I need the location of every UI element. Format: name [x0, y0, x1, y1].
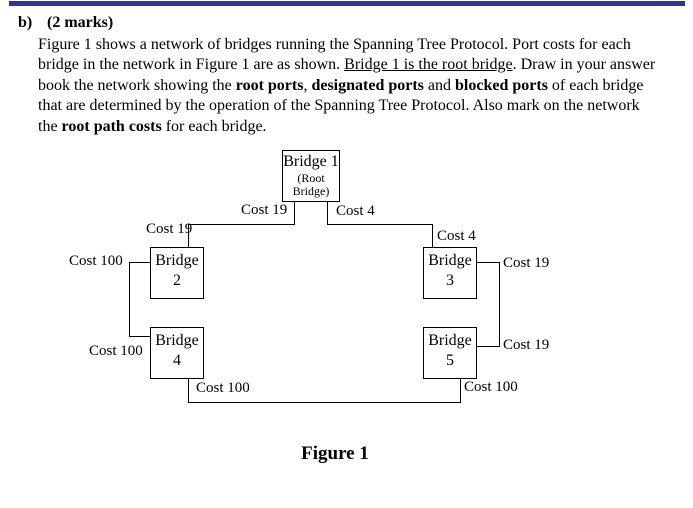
- bridge-title: Bridge: [428, 332, 472, 349]
- bridge1-title: Bridge 1: [283, 153, 339, 170]
- line-text: ,: [303, 77, 312, 94]
- bold-text: root path costs: [61, 118, 162, 135]
- line-text: book the network showing the: [38, 77, 236, 94]
- paragraph-line: bridge in the network in Figure 1 are as…: [38, 55, 655, 74]
- bridge-title: Bridge: [155, 332, 199, 349]
- marks-label: (2 marks): [47, 14, 114, 31]
- bridge4-box: Bridge 4: [150, 327, 204, 379]
- line-text: Figure 1 shows a network of bridges runn…: [38, 36, 631, 53]
- cost-label-bridge2-top: Cost 19: [146, 221, 193, 237]
- line-text: for each bridge.: [161, 118, 267, 135]
- bridge-title: Bridge: [428, 252, 472, 269]
- paragraph-line: the root path costs for each bridge.: [38, 117, 267, 136]
- bold-text: root ports: [235, 77, 304, 94]
- bridge1-box: Bridge 1 (Root Bridge): [282, 150, 340, 202]
- bold-text: blocked ports: [455, 77, 548, 94]
- line-text: of each bridge: [547, 77, 644, 94]
- cost-label-bridge3-right: Cost 19: [503, 255, 550, 271]
- bridge-number: 4: [173, 352, 181, 369]
- top-border-bar: [9, 1, 685, 6]
- bridge1-subtitle: Bridge): [292, 184, 330, 198]
- paragraph-line: that are determined by the operation of …: [38, 96, 640, 115]
- bridge-number: 5: [446, 352, 454, 369]
- underlined-text: Bridge 1 is the root bridge: [344, 56, 513, 73]
- bridge-number: 3: [446, 272, 454, 289]
- bridge-number: 2: [173, 272, 181, 289]
- line-text: the: [38, 118, 62, 135]
- bridge-title: Bridge: [155, 252, 199, 269]
- question-label: b): [18, 14, 33, 31]
- bridge2-box: Bridge 2: [150, 247, 204, 299]
- question-heading: b) (2 marks): [18, 14, 113, 32]
- line-text: . Draw in your answer: [512, 56, 656, 73]
- line-text: bridge in the network in Figure 1 are as…: [38, 56, 345, 73]
- bridge5-box: Bridge 5: [423, 327, 477, 379]
- cost-label-bridge4-left: Cost 100: [89, 343, 143, 359]
- paragraph-line: book the network showing the root ports,…: [38, 76, 643, 95]
- cost-label-bridge3-top: Cost 4: [437, 228, 476, 244]
- figure-caption: Figure 1: [301, 443, 369, 464]
- cost-label-bridge5-bottom: Cost 100: [464, 379, 518, 395]
- paragraph-line: Figure 1 shows a network of bridges runn…: [38, 35, 631, 54]
- line-text: and: [423, 77, 456, 94]
- bridge1-subtitle: (Root: [297, 171, 325, 185]
- cost-label-bridge4-bottom: Cost 100: [196, 380, 250, 396]
- line-text: that are determined by the operation of …: [38, 97, 640, 114]
- cost-label-root-right: Cost 4: [336, 203, 375, 219]
- cost-label-bridge2-left: Cost 100: [69, 253, 123, 269]
- cost-label-root-left: Cost 19: [241, 202, 288, 218]
- bridge3-box: Bridge 3: [423, 247, 477, 299]
- bold-text: designated ports: [311, 77, 424, 94]
- cost-label-bridge5-right: Cost 19: [503, 337, 550, 353]
